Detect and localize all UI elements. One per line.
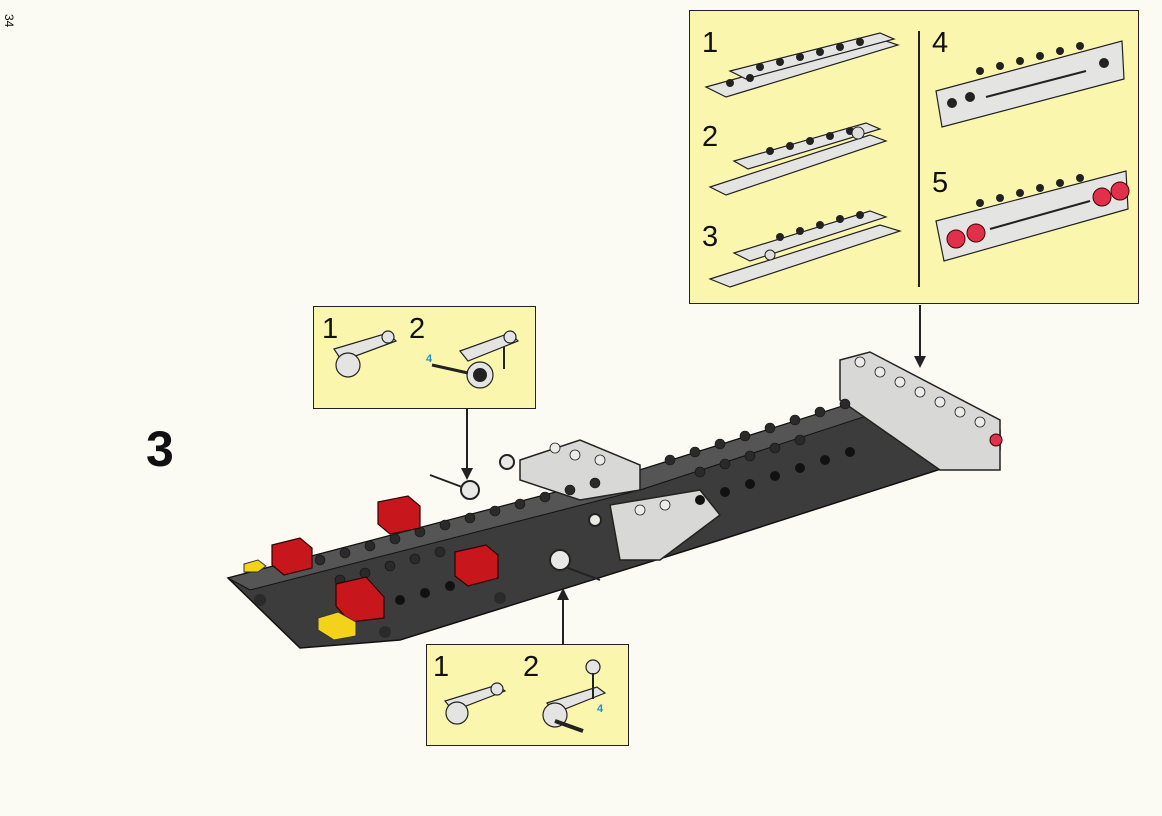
pointer-arrow-head — [557, 588, 569, 600]
pointer-arrow-head — [914, 356, 926, 368]
step-number: 3 — [146, 421, 174, 477]
pointer-arrow-mid — [466, 409, 468, 469]
pointer-arrow-head — [461, 468, 473, 480]
substep-5-label: 5 — [932, 167, 949, 199]
substep-2-label: 2 — [523, 651, 540, 683]
callout-bottom: 1 2 4 — [426, 644, 629, 746]
quantity-label: 4 — [426, 353, 433, 365]
substep-2-label: 2 — [409, 313, 426, 345]
substep-3-label: 3 — [702, 221, 719, 253]
substep-1-label: 1 — [702, 27, 719, 59]
callout-top-right-illustrations — [704, 32, 1130, 288]
substep-1-label: 1 — [433, 651, 450, 683]
substep-1-label: 1 — [322, 313, 339, 345]
pointer-arrow-top — [919, 305, 921, 357]
callout-mid-left-illustrations — [333, 330, 520, 389]
substep-4-label: 4 — [932, 27, 949, 59]
quantity-label: 4 — [597, 703, 604, 715]
callout-mid-left: 1 2 4 — [313, 306, 536, 409]
callout-top-right: 1 2 3 4 5 — [689, 10, 1139, 304]
callout-divider — [918, 31, 920, 287]
callout-bottom-illustrations — [443, 659, 607, 733]
substep-2-label: 2 — [702, 121, 719, 153]
pointer-arrow-bottom — [562, 600, 564, 644]
